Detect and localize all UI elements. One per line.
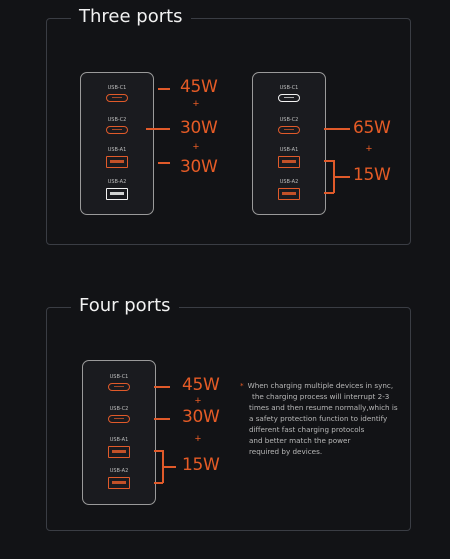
sync-charging-note: *When charging multiple devices in sync,… [240,380,400,457]
wattage-usb-a1: 30W [180,157,218,177]
connector-line [333,176,350,178]
section-title-four-ports: Four ports [71,295,179,316]
charger-three-ports-b: USB-C1 USB-C2 USB-A1 USB-A2 [252,72,326,215]
usb-c-port-icon [106,126,128,134]
four-ports-section: Four ports [46,295,411,531]
plus-sign: + [194,395,202,407]
note-line: required by devices. [249,447,323,456]
usb-c-port-icon [108,383,130,391]
usb-a-port-icon [278,188,300,200]
wattage-usb-c2: 30W [180,118,218,138]
note-line: times and then resume normally,which is [249,403,398,412]
usb-c-port-icon [278,94,300,102]
connector-line [154,386,170,388]
plus-sign: + [194,433,202,445]
connector-line [154,418,170,420]
connector-line [158,88,170,90]
connector-line [158,162,170,164]
note-line: a safety protection function to identify [249,414,388,423]
usb-c-port-icon [278,126,300,134]
plus-sign: + [365,143,373,155]
charger-three-ports-a: USB-C1 USB-C2 USB-A1 USB-A2 [80,72,154,215]
usb-c-port-icon [108,415,130,423]
connector-line [162,466,176,468]
port-label-usb-a2: USB-A2 [109,468,129,474]
note-line: the charging process will interrupt 2-3 [252,392,390,401]
section-title-three-ports: Three ports [71,6,191,27]
connector-line [154,482,163,484]
usb-c-port-icon [106,94,128,102]
wattage-usb-c2: 65W [353,118,391,138]
charger-four-ports: USB-C1 USB-C2 USB-A1 USB-A2 [82,360,156,505]
three-ports-section: Three ports [46,6,411,245]
usb-a-port-icon [108,477,130,489]
port-label-usb-c2: USB-C2 [107,117,127,123]
wattage-usb-c1: 45W [180,77,218,97]
note-text: When charging multiple devices in sync, [247,381,394,390]
port-label-usb-a2: USB-A2 [279,179,299,185]
port-label-usb-c2: USB-C2 [109,406,129,412]
wattage-usb-c1: 45W [182,375,220,395]
connector-line [324,128,350,130]
port-label-usb-c2: USB-C2 [279,117,299,123]
port-label-usb-c1: USB-C1 [107,85,127,91]
connector-line [324,160,334,162]
plus-sign: + [192,98,200,110]
usb-a-port-icon [108,446,130,458]
wattage-usb-c2: 30W [182,407,220,427]
asterisk-icon: * [240,381,244,390]
connector-line [324,192,334,194]
note-line: different fast charging protocols [249,425,365,434]
plus-sign: + [192,141,200,153]
connector-line [146,128,170,130]
usb-a-port-icon [106,156,128,168]
port-label-usb-a2: USB-A2 [107,179,127,185]
usb-a-port-icon [106,188,128,200]
port-label-usb-c1: USB-C1 [109,374,129,380]
usb-a-port-icon [278,156,300,168]
port-label-usb-a1: USB-A1 [109,437,129,443]
connector-line [154,450,163,452]
port-label-usb-a1: USB-A1 [279,147,299,153]
note-line: *When charging multiple devices in sync, [240,380,400,391]
note-line: and better match the power [249,436,351,445]
port-label-usb-a1: USB-A1 [107,147,127,153]
port-label-usb-c1: USB-C1 [279,85,299,91]
wattage-usb-a-shared: 15W [182,455,220,475]
wattage-usb-a-shared: 15W [353,165,391,185]
